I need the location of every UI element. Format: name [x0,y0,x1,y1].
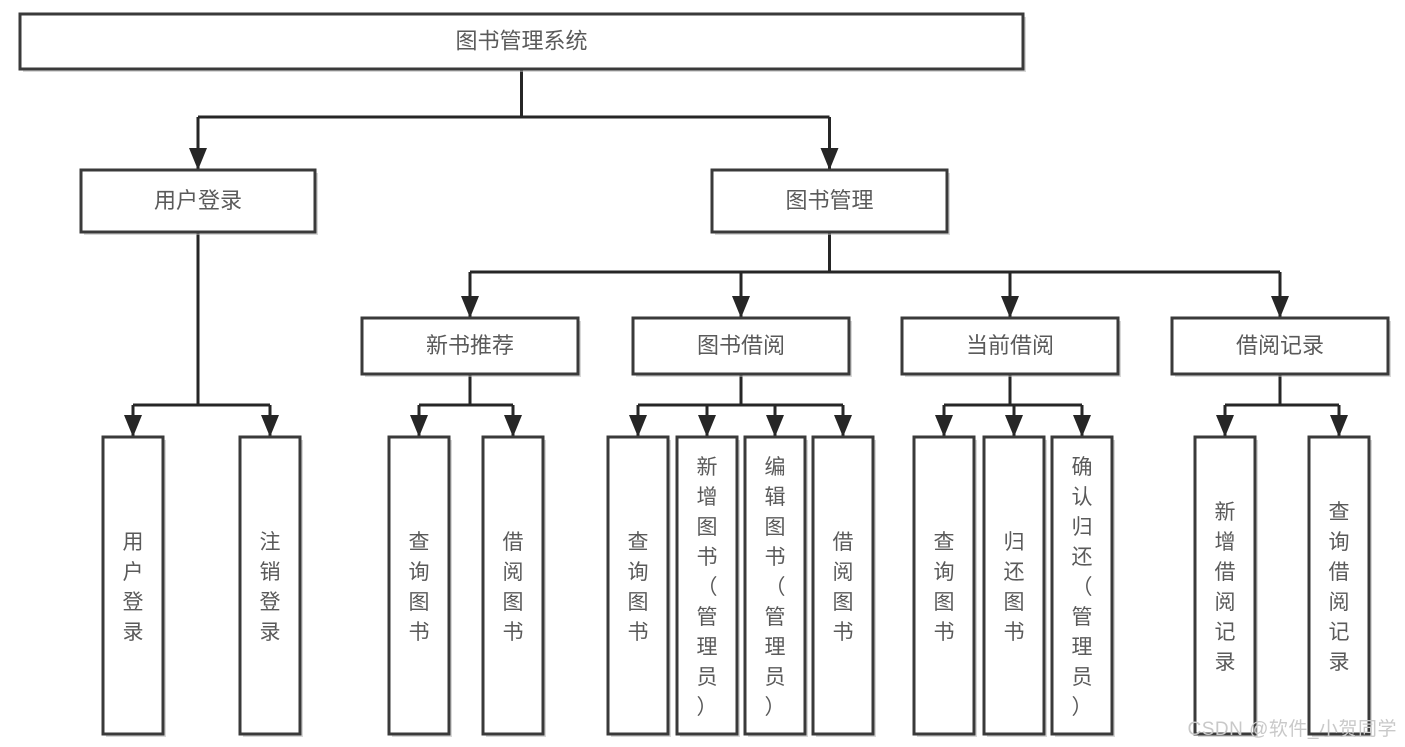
arrow-head-icon [820,148,839,170]
arrow-head-icon [261,415,279,437]
node-level3-2[interactable]: 当前借阅 [900,316,1121,377]
arrow-head-icon [629,415,647,437]
arrow-head-icon [732,296,750,318]
node-leaf-5[interactable]: 新增图书（管理员） [675,435,740,737]
node-label: 新书推荐 [426,333,514,358]
node-root-图书管理系统[interactable]: 图书管理系统 [18,12,1026,72]
node-label: 图书管理系统 [455,28,587,53]
node-level2-0[interactable]: 用户登录 [79,168,318,235]
node-label: 归还图书 [1004,531,1025,644]
node-label: 确认归还（管理员） [1072,456,1093,719]
node-label: 编辑图书（管理员） [765,456,786,719]
arrow-head-icon [504,415,522,437]
arrow-head-icon [1001,296,1019,318]
node-label: 注销登录 [260,531,281,644]
node-leaf-4[interactable]: 查询图书 [606,435,671,737]
csdn-watermark: CSDN @软件_小贺同学 [1187,719,1397,740]
node-label: 用户登录 [154,188,242,213]
arrow-head-icon [1330,415,1348,437]
arrow-head-icon [935,415,953,437]
arrow-head-icon [124,415,142,437]
arrow-head-icon [461,296,479,318]
arrow-head-icon [1271,296,1289,318]
node-label: 新增借阅记录 [1215,501,1236,674]
node-leaf-11[interactable]: 新增借阅记录 [1193,435,1258,737]
node-leaf-7[interactable]: 借阅图书 [811,435,876,737]
node-label: 查询图书 [409,531,430,644]
arrow-head-icon [834,415,852,437]
node-leaf-0[interactable]: 用户登录 [101,435,166,737]
arrow-head-icon [698,415,716,437]
node-label: 当前借阅 [966,333,1054,358]
node-label: 新增图书（管理员） [697,456,718,719]
arrow-head-icon [410,415,428,437]
node-label: 借阅记录 [1236,333,1324,358]
node-leaf-10[interactable]: 确认归还（管理员） [1050,435,1115,737]
node-level2-1[interactable]: 图书管理 [710,168,950,235]
arrow-head-icon [189,148,207,170]
node-leaf-3[interactable]: 借阅图书 [481,435,546,737]
node-label: 图书借阅 [697,333,785,358]
node-level3-3[interactable]: 借阅记录 [1170,316,1391,377]
node-label: 图书管理 [785,188,873,213]
node-label: 用户登录 [123,531,144,644]
node-level3-1[interactable]: 图书借阅 [631,316,852,377]
arrow-head-icon [766,415,784,437]
nodes-layer: 图书管理系统用户登录图书管理新书推荐图书借阅当前借阅借阅记录用户登录注销登录查询… [18,12,1391,737]
connectors-layer [124,69,1348,437]
node-leaf-8[interactable]: 查询图书 [912,435,977,737]
arrow-head-icon [1216,415,1234,437]
node-leaf-9[interactable]: 归还图书 [982,435,1047,737]
arrow-head-icon [1005,415,1023,437]
node-leaf-6[interactable]: 编辑图书（管理员） [743,435,808,737]
node-level3-0[interactable]: 新书推荐 [360,316,581,377]
node-label: 借阅图书 [833,531,854,644]
node-leaf-1[interactable]: 注销登录 [238,435,303,737]
node-label: 查询借阅记录 [1329,501,1350,674]
node-leaf-2[interactable]: 查询图书 [387,435,452,737]
node-label: 借阅图书 [503,531,524,644]
arrow-head-icon [1073,415,1091,437]
node-leaf-12[interactable]: 查询借阅记录 [1307,435,1372,737]
node-label: 查询图书 [628,531,649,644]
node-label: 查询图书 [934,531,955,644]
